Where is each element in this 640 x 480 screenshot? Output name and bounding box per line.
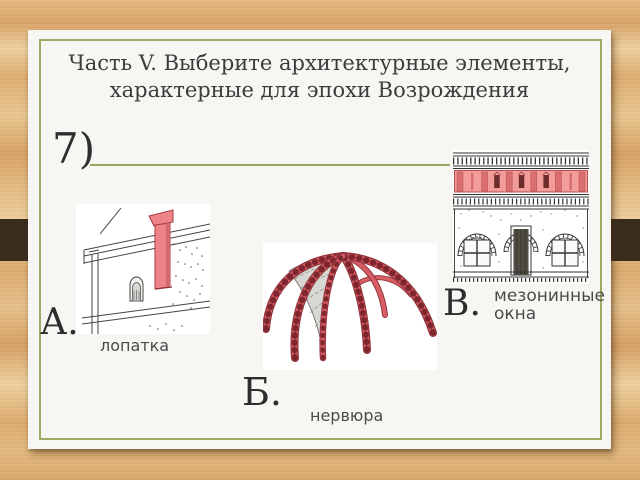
option-v-caption: мезонинные окна [494, 286, 605, 325]
slide-title: Часть V. Выберите архитектурные элементы… [68, 51, 571, 103]
option-b-letter: Б. [242, 370, 283, 414]
pilaster-strip-highlight [148, 209, 174, 290]
question-number: 7) [52, 124, 96, 173]
masonry-stipple [458, 209, 584, 269]
stipple-texture [149, 243, 204, 331]
option-a-caption: лопатка [100, 336, 170, 355]
presentation-card: Часть V. Выберите архитектурные элементы… [28, 30, 611, 449]
central-door [510, 225, 532, 276]
facade-illustration [453, 152, 589, 282]
option-v-image-mezzanine-windows[interactable] [453, 150, 589, 283]
pilaster-strip-illustration [81, 207, 210, 334]
answer-blank-line [90, 164, 450, 166]
option-a-image-pilaster-strip[interactable] [76, 204, 210, 334]
option-b-image-rib-vault[interactable] [263, 243, 437, 370]
mezzanine-windows-highlight [454, 170, 588, 193]
cross-windows [463, 239, 579, 267]
option-a-letter: А. [40, 302, 79, 343]
option-v-letter: В. [443, 283, 481, 324]
ribs-red [263, 252, 437, 362]
option-b-caption: нервюра [310, 406, 384, 425]
rib-vault-illustration [263, 252, 437, 362]
